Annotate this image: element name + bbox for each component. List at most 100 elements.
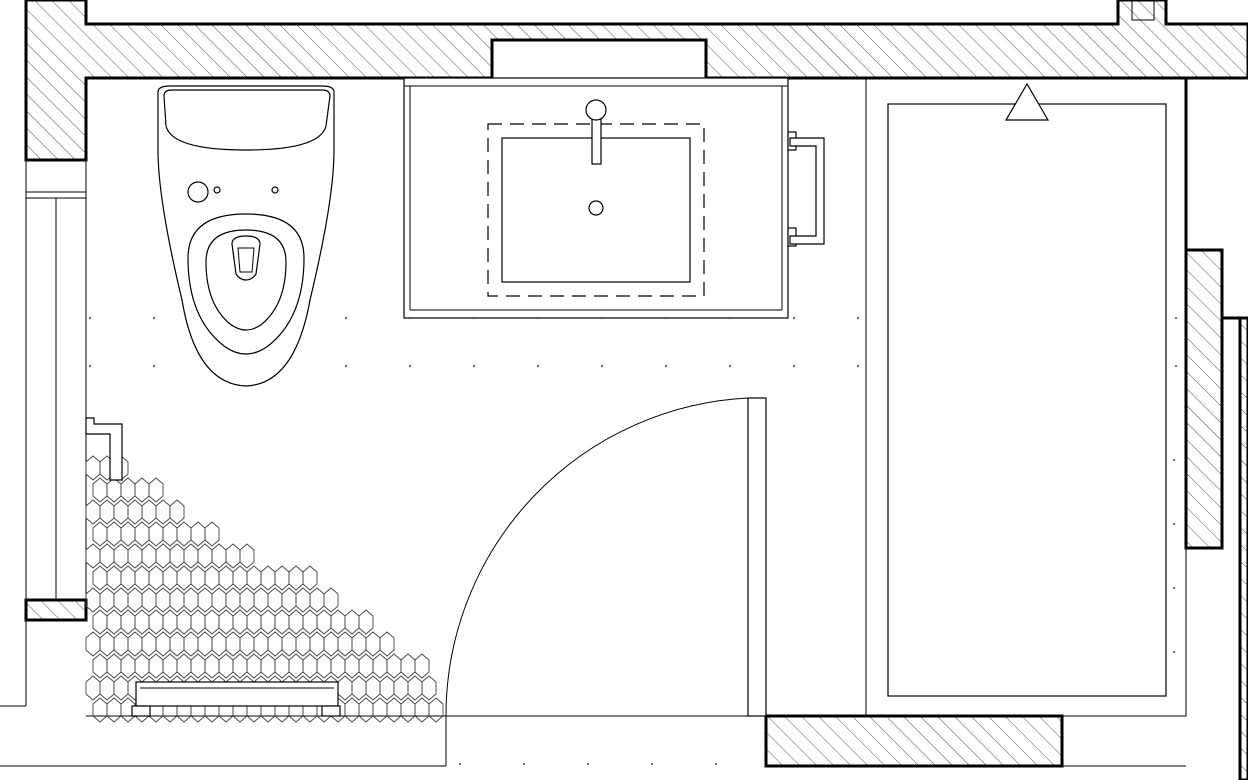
hex-tile	[407, 675, 423, 701]
hex-tile	[113, 587, 129, 613]
hex-tile	[85, 499, 101, 525]
hex-tile	[183, 587, 199, 613]
hex-tile	[85, 543, 101, 569]
hex-tile	[106, 477, 122, 503]
hex-tile	[295, 631, 311, 657]
hex-tile	[393, 675, 409, 701]
hex-tile	[134, 653, 150, 679]
hex-tile	[85, 587, 101, 613]
hex-tile	[302, 653, 318, 679]
grid-dot	[89, 365, 91, 367]
hex-tile	[309, 587, 325, 613]
hex-tile	[253, 631, 269, 657]
hex-tile	[204, 565, 220, 591]
hex-tile	[288, 653, 304, 679]
wall-bottom-right	[764, 714, 1064, 768]
vanity	[403, 77, 789, 319]
heated-towel-rail	[131, 681, 341, 717]
hex-tile	[274, 653, 290, 679]
hex-tile	[134, 521, 150, 547]
hex-tile	[169, 499, 185, 525]
hex-tile	[190, 521, 206, 547]
hex-tile	[218, 565, 234, 591]
hex-tile	[92, 697, 108, 723]
bidet-nozzle-icon	[231, 235, 261, 281]
hex-tile	[344, 653, 360, 679]
grid-dot	[1173, 523, 1175, 525]
hex-tile	[421, 675, 437, 701]
hex-tile	[155, 543, 171, 569]
hex-tile	[190, 653, 206, 679]
hex-tile	[127, 631, 143, 657]
hex-tile	[190, 609, 206, 635]
hex-tile	[218, 653, 234, 679]
hex-tile	[148, 653, 164, 679]
hex-tile	[141, 631, 157, 657]
hex-tile	[232, 609, 248, 635]
hex-tile	[92, 521, 108, 547]
hex-tile	[267, 631, 283, 657]
hex-tile	[344, 609, 360, 635]
faucet-spout	[591, 117, 602, 165]
hex-tile	[267, 587, 283, 613]
hex-tile	[197, 587, 213, 613]
faucet-handle-icon	[585, 99, 607, 121]
hex-tile	[148, 565, 164, 591]
hex-tile	[218, 609, 234, 635]
grid-dot	[651, 763, 653, 765]
hex-tile	[365, 631, 381, 657]
grid-dot	[1175, 317, 1177, 319]
hex-tile	[204, 521, 220, 547]
hex-tile	[211, 631, 227, 657]
hex-tile	[316, 653, 332, 679]
grid-dot	[1175, 365, 1177, 367]
hex-tile	[281, 631, 297, 657]
hex-tile	[414, 653, 430, 679]
hex-tile	[386, 697, 402, 723]
grid-dot	[665, 365, 667, 367]
grid-dot	[345, 317, 347, 319]
hex-tile	[113, 543, 129, 569]
hex-tile	[92, 609, 108, 635]
grid-dot	[473, 365, 475, 367]
hex-tile	[372, 697, 388, 723]
hex-tile	[295, 587, 311, 613]
hex-tile	[246, 609, 262, 635]
paper-holder-icon	[85, 417, 123, 481]
hex-tile	[225, 631, 241, 657]
bathtub-rim	[865, 77, 1187, 717]
bathtub-basin	[887, 103, 1167, 697]
grid-dot	[793, 317, 795, 319]
door	[445, 397, 767, 717]
hex-tile	[106, 697, 122, 723]
hex-tile	[113, 675, 129, 701]
hex-tile	[302, 565, 318, 591]
tub-faucet-icon	[1004, 82, 1050, 121]
hex-tile	[127, 499, 143, 525]
hex-tile	[92, 653, 108, 679]
hex-tile	[155, 587, 171, 613]
grid-dot	[715, 763, 717, 765]
hex-tile	[211, 543, 227, 569]
hex-tile	[428, 697, 444, 723]
hex-tile	[162, 653, 178, 679]
toilet-tank	[163, 89, 331, 151]
hex-tile	[204, 609, 220, 635]
hex-tile	[85, 675, 101, 701]
hex-tile	[337, 631, 353, 657]
hex-tile	[400, 697, 416, 723]
hex-tile	[365, 675, 381, 701]
hex-tile	[176, 609, 192, 635]
hex-tile	[106, 653, 122, 679]
hex-tile	[323, 631, 339, 657]
hex-tile	[113, 499, 129, 525]
hex-tile	[288, 609, 304, 635]
hex-tile	[99, 675, 115, 701]
hex-tile	[99, 587, 115, 613]
hex-tile	[120, 653, 136, 679]
hex-tile	[358, 697, 374, 723]
hex-tile	[162, 609, 178, 635]
hex-tile	[260, 653, 276, 679]
hex-tile	[169, 631, 185, 657]
